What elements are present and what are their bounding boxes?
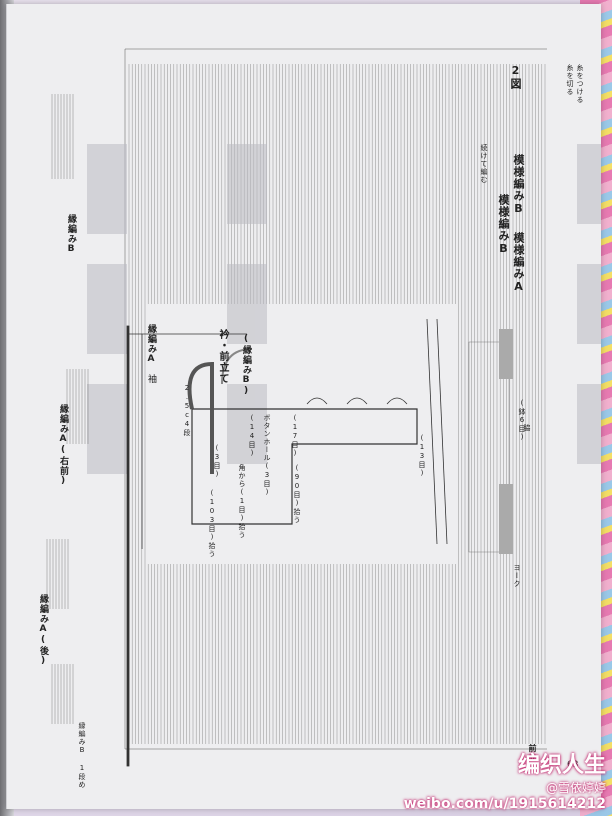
side-label: 脇 <box>523 424 531 432</box>
pattern-b-label-top: 模様編みB <box>512 154 525 216</box>
collar-diagram <box>126 318 448 767</box>
pattern-a-label: 模様編みA <box>512 232 525 294</box>
chart-columns <box>128 64 546 744</box>
start-row-label: 縁編みB 1段め <box>78 722 86 789</box>
watermark: 编织人生 @雪依婷婷 weibo.com/u/1915614212 <box>404 747 606 812</box>
cable-pattern-blocks <box>87 144 601 474</box>
legend-join: 糸をつける <box>576 64 584 104</box>
knitting-chart-diagram <box>46 48 601 767</box>
from-corner: 角から(1目)拾う <box>238 464 246 539</box>
ribbing-charts <box>46 94 89 724</box>
collar-front-band-label: 衿・前立て <box>217 329 228 384</box>
continue-label: 続けて編む <box>480 144 488 184</box>
watermark-url: weibo.com/u/1915614212 <box>403 796 606 812</box>
watermark-user: @雪依婷婷 <box>545 781 606 795</box>
ribbing-b-label: 縁編みB <box>66 214 76 255</box>
pick-14: (14目) <box>248 414 256 458</box>
pick-90: (90目)拾う <box>293 464 301 524</box>
width-note: 2.5c4段 <box>183 384 191 437</box>
collar-pattern-label: (縁編みB) <box>241 334 251 397</box>
buttonhole-label: ボタンホール(3目) <box>263 414 271 497</box>
pick-17: (17目) <box>291 414 299 458</box>
ribbing-a-back-label: 縁編みA(後) <box>38 594 48 667</box>
watermark-brand: 编织人生 <box>517 753 606 778</box>
sleeve-pattern-label: 縁編みA <box>146 324 156 365</box>
ribbing-a-right-front-label: 縁編みA(右前) <box>58 404 68 487</box>
book-page: 2図 糸をつける 糸を切る 模様編みB 模様編みA 模様編みB 続けて編む 縁編… <box>6 4 601 809</box>
pick-13: (13目) <box>418 434 426 478</box>
pick-103: (103目)拾う <box>208 489 216 558</box>
page-number: 63 <box>567 760 579 770</box>
sleeve-label: 袖 <box>146 374 156 384</box>
pick-3: (3目) <box>213 444 221 479</box>
yoke-area <box>468 329 513 554</box>
legend-cut: 糸を切る <box>566 64 574 96</box>
front-band-label: 前立て <box>528 744 537 771</box>
yoke-label: ヨーク <box>513 564 521 588</box>
pattern-b-label-bottom: 模様編みB <box>497 194 510 256</box>
mark-6-label: (鉢6目) <box>518 399 526 442</box>
figure-number: 2図 <box>509 64 522 90</box>
